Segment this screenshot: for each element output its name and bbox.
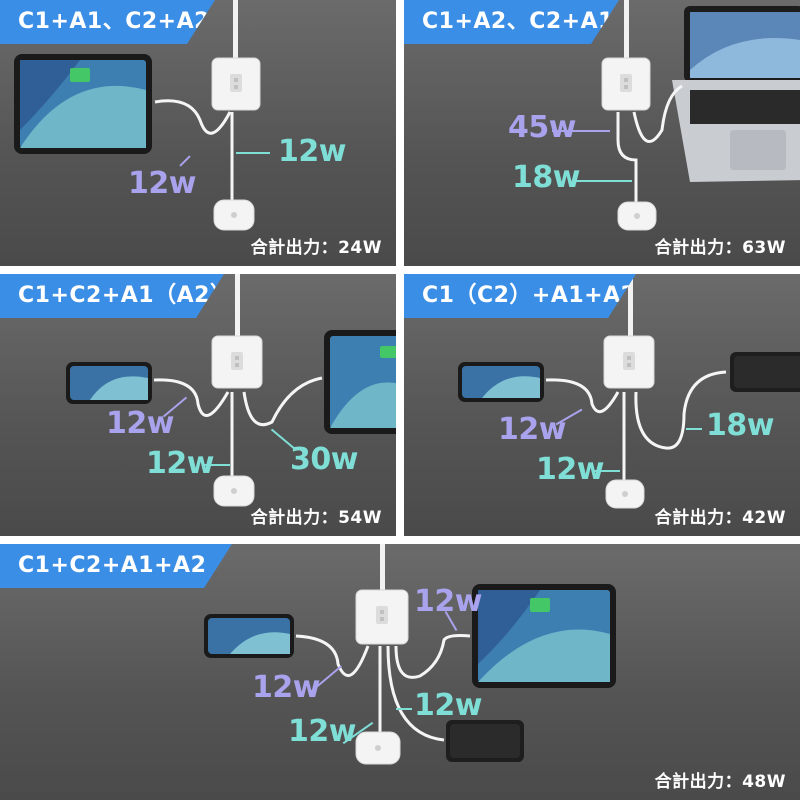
watt-label-teal: 12w: [146, 446, 214, 481]
watt-label-purple: 12w: [128, 166, 196, 201]
charger: [211, 335, 263, 389]
tablet-device: [472, 584, 616, 688]
panel-c1a1-c2a2: C1+A1、C2+A2 12w 12w 合計出力：24W: [0, 0, 396, 266]
panel-5-scene: [204, 544, 616, 765]
watt-label-teal: 18w: [512, 160, 580, 195]
power-cord: [233, 0, 238, 62]
panel-c1c2a1a2: C1+C2+A1+A2 12w 12w 12w 12w 合計出力：48W: [0, 544, 800, 800]
watt-label-purple: 12w: [498, 412, 566, 447]
panel-c1a2-c2a1: C1+A2、C2+A1 45w 18w 合計出力：63W: [404, 0, 800, 266]
panel-4-scene: [458, 274, 800, 509]
tablet-device: [14, 54, 152, 154]
earbuds-case: [213, 199, 255, 231]
earbuds-case: [617, 201, 657, 231]
watt-label-purple: 45w: [508, 110, 576, 145]
smartphone-device: [458, 362, 544, 402]
total-output: 合計出力：54W: [250, 508, 382, 528]
config-banner: C1（C2）+A1+A2: [404, 274, 636, 318]
charger: [603, 335, 655, 389]
config-banner: C1+A2、C2+A1: [404, 0, 619, 44]
watt-label-teal: 12w: [288, 714, 356, 749]
smartphone-device: [204, 614, 294, 658]
laptop-device: [672, 6, 800, 182]
charger: [601, 57, 651, 111]
panel-3-scene: [66, 274, 396, 507]
power-cord: [380, 544, 385, 594]
leader-line: [594, 470, 620, 472]
watt-label-purple: 12w: [106, 406, 174, 441]
leader-line: [396, 708, 412, 710]
power-bank-device: [446, 720, 524, 762]
earbuds-case: [213, 475, 255, 507]
leader-line: [236, 152, 270, 154]
watt-label-purple: 12w: [414, 584, 482, 619]
smartphone-device: [66, 362, 152, 404]
charger: [355, 589, 409, 645]
config-banner: C1+A1、C2+A2: [0, 0, 215, 44]
watt-label-teal: 12w: [278, 134, 346, 169]
config-banner: C1+C2+A1（A2）: [0, 274, 224, 318]
config-banner: C1+C2+A1+A2: [0, 544, 232, 588]
panel-c1c2a1: C1+C2+A1（A2） 12w 12w 30w 合計出力：54W: [0, 274, 396, 536]
total-output: 合計出力：63W: [654, 238, 786, 258]
charger: [211, 57, 261, 111]
leader-line: [686, 428, 702, 430]
total-output: 合計出力：48W: [654, 772, 786, 792]
panel-c1c2-a1a2: C1（C2）+A1+A2 12w 12w 18w 合計出力：42W: [404, 274, 800, 536]
panel-1-scene: [14, 0, 261, 231]
watt-label-teal: 12w: [414, 688, 482, 723]
leader-line: [572, 180, 632, 182]
total-output: 合計出力：42W: [654, 508, 786, 528]
earbuds-case: [355, 731, 401, 765]
watt-label-teal: 30w: [290, 442, 358, 477]
earbuds-case: [605, 479, 645, 509]
leader-line: [202, 464, 230, 466]
watt-label-teal: 12w: [536, 452, 604, 487]
power-bank-device: [730, 352, 800, 392]
panel-2-scene: [601, 0, 800, 231]
tablet-device: [324, 330, 396, 434]
watt-label-purple: 12w: [252, 670, 320, 705]
power-cord: [624, 0, 629, 62]
power-cord: [628, 274, 633, 338]
watt-label-teal: 18w: [706, 408, 774, 443]
power-cord: [235, 274, 240, 338]
leader-line: [552, 130, 610, 132]
total-output: 合計出力：24W: [250, 238, 382, 258]
